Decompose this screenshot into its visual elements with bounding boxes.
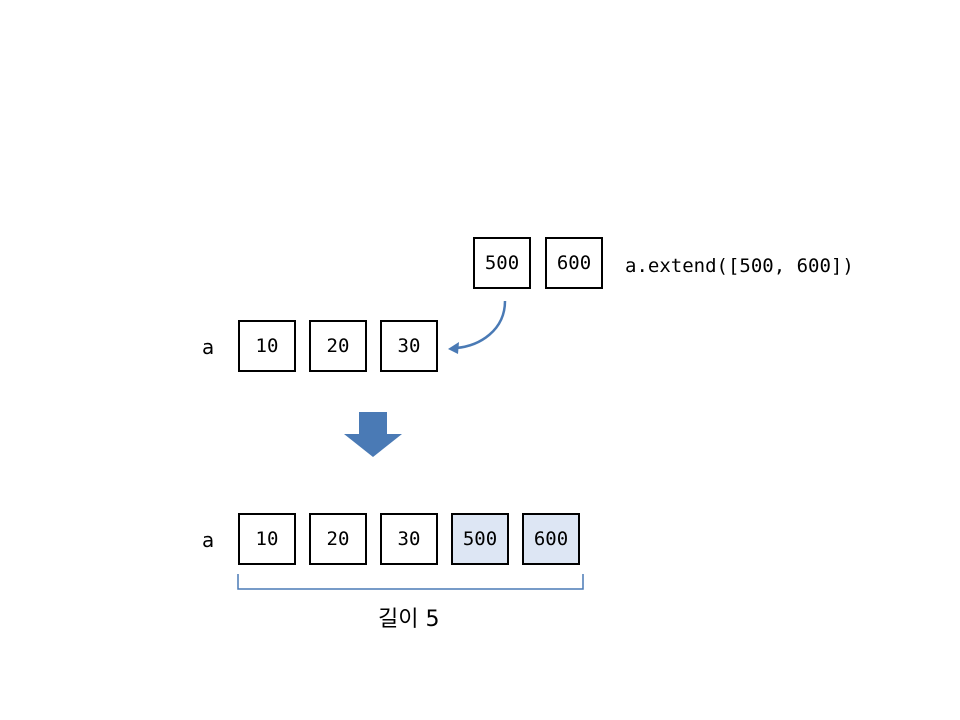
new-value-box: 600 [545, 237, 603, 289]
list-cell-new: 500 [451, 513, 509, 565]
list-cell: 20 [309, 320, 367, 372]
curved-arrow [455, 300, 507, 350]
new-value-box: 500 [473, 237, 531, 289]
length-brace [237, 574, 584, 590]
list-cell: 10 [238, 320, 296, 372]
down-arrow-icon [344, 412, 402, 457]
list-cell-new: 600 [522, 513, 580, 565]
length-label: 길이 5 [378, 607, 440, 632]
list-cell: 20 [309, 513, 367, 565]
after-var-label: a [202, 528, 215, 552]
list-cell: 10 [238, 513, 296, 565]
before-var-label: a [202, 335, 215, 359]
list-cell: 30 [380, 320, 438, 372]
list-cell: 30 [380, 513, 438, 565]
extend-code: a.extend([500, 600]) [625, 255, 854, 277]
curved-arrow-head [448, 342, 459, 354]
